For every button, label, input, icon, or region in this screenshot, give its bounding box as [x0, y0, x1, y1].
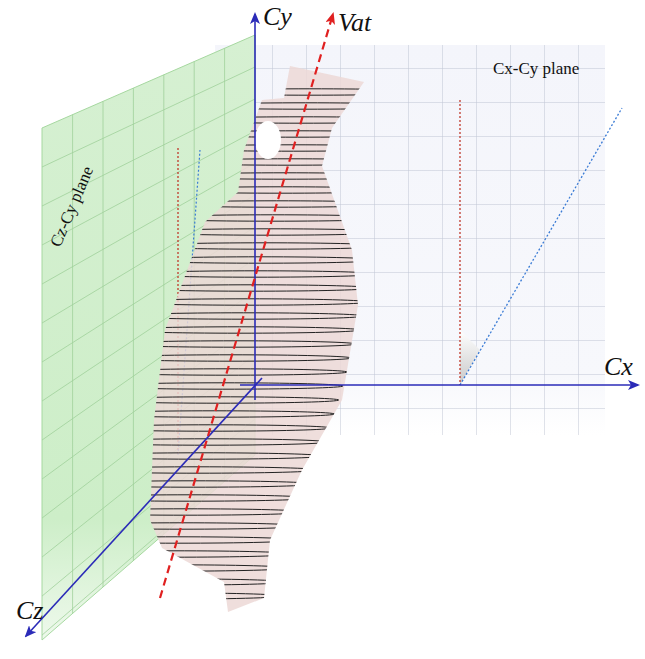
- grid-line: [42, 67, 255, 167]
- axis-label: Cx: [604, 354, 633, 380]
- axis-label: Cy: [263, 4, 292, 30]
- axis-label: Vat: [338, 10, 371, 36]
- plane-label: Cx-Cy plane: [493, 60, 579, 77]
- grid-line: [103, 101, 104, 587]
- axis-label: Cz: [16, 598, 43, 624]
- grid-line: [133, 88, 134, 561]
